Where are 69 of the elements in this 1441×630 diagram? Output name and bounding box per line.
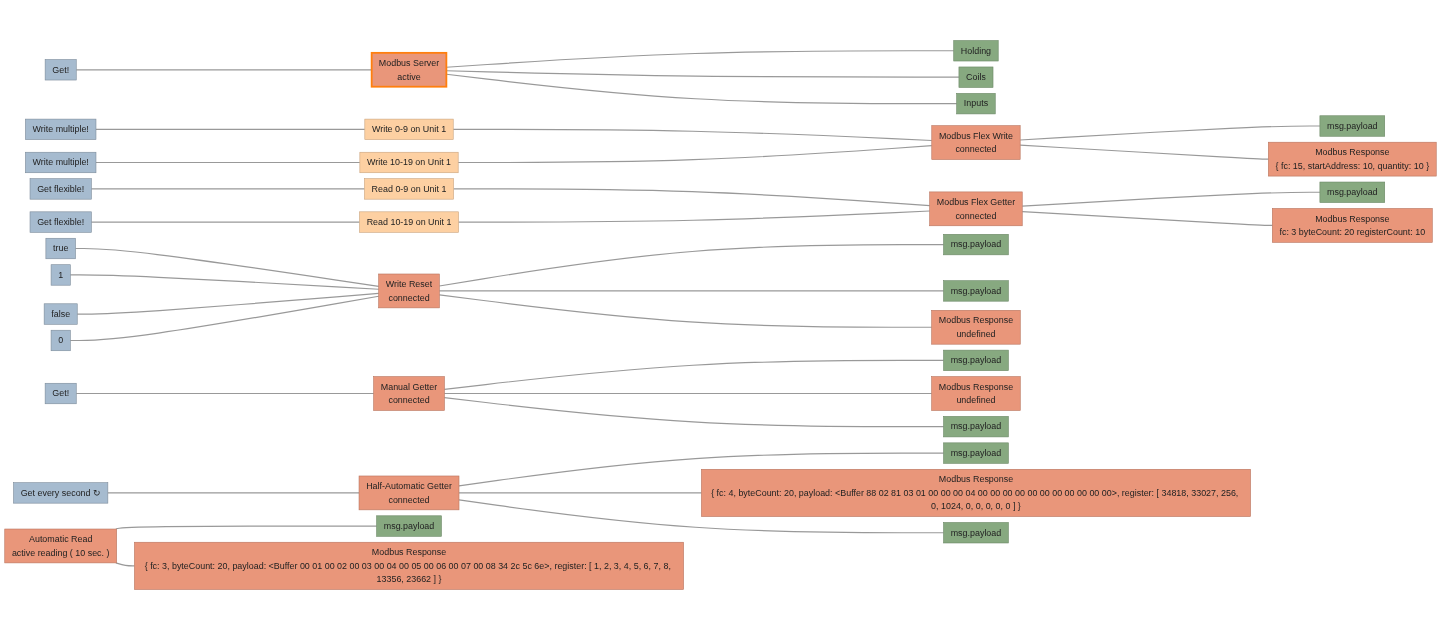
node-box: Get flexible! — [29, 178, 92, 200]
node-box: Holding — [953, 40, 999, 62]
node-box: msg.payload — [943, 349, 1009, 371]
connector — [115, 525, 378, 530]
node-box: Modbus Response { fc: 4, byteCount: 20, payload: <Buffer 88 02 81 03 01 00 00 00 04 00 00 00 00 00 00 00 00 00 00 00>, register: [ 34818, 33027, 256, 0, 1024, 0, 0, 0, 0, 0 ] } — [701, 469, 1251, 517]
connector — [457, 145, 933, 164]
node-box: 1 — [50, 264, 71, 286]
connector — [1019, 144, 1269, 160]
connector — [95, 161, 361, 164]
node-box: Modbus Server active — [370, 51, 448, 88]
connector — [107, 492, 360, 494]
connector — [69, 295, 380, 342]
connector — [90, 188, 366, 190]
node-box: msg.payload — [1319, 115, 1385, 137]
connector — [458, 499, 945, 534]
node-box: Get every second ↻ — [13, 482, 109, 504]
connector — [443, 397, 945, 428]
connector — [458, 492, 702, 494]
connector — [1021, 210, 1273, 226]
connector — [115, 562, 136, 567]
connector — [438, 244, 945, 287]
node-box: true — [45, 237, 76, 260]
connector — [438, 294, 933, 328]
connector — [443, 392, 933, 395]
node-box: msg.payload — [943, 280, 1009, 302]
connector — [443, 359, 945, 390]
node-box: false — [43, 303, 78, 325]
node-box: Half-Automatic Getter connected — [358, 475, 460, 511]
node-box: Automatic Read active reading ( 10 sec. ) — [4, 528, 117, 564]
node-box: Get flexible! — [29, 211, 92, 233]
node-box: Coils — [958, 66, 994, 88]
node-box: Modbus Flex Write connected — [931, 125, 1021, 160]
node-box: Write Reset connected — [378, 273, 440, 309]
node-box: Modbus Response undefined — [931, 376, 1021, 411]
node-box: Get! — [44, 382, 77, 405]
connector — [438, 290, 945, 292]
node-box: Write 0-9 on Unit 1 — [364, 118, 454, 140]
node-box: msg.payload — [943, 416, 1009, 438]
connector — [452, 128, 933, 142]
node-box: Modbus Flex Getter connected — [929, 191, 1023, 227]
connector — [90, 221, 361, 223]
connector — [457, 210, 931, 223]
connector — [76, 292, 380, 315]
connector — [1019, 125, 1321, 141]
node-box: Write multiple! — [25, 118, 97, 140]
node-box: msg.payload — [943, 522, 1009, 544]
node-box: msg.payload — [943, 442, 1009, 464]
node-box: msg.payload — [376, 515, 442, 537]
node-box: Modbus Response { fc: 15, startAddress: 10, quantity: 10 } — [1268, 141, 1437, 177]
node-box: Write 10-19 on Unit 1 — [359, 151, 459, 174]
node-box: Modbus Response { fc: 3, byteCount: 20, payload: <Buffer 00 01 00 02 00 03 00 04 00 05 00 06 00 07 00 08 34 2c 5c 6e>, register: [ 1, 2, 3, 4, 5, 6, 7, 8, 13356, 23662 ] } — [134, 541, 684, 590]
node-box: msg.payload — [1319, 181, 1385, 203]
connector — [452, 188, 931, 207]
node-box: Modbus Response undefined — [931, 310, 1021, 345]
node-box: 0 — [50, 329, 71, 352]
connector — [74, 247, 380, 287]
node-box: Manual Getter connected — [373, 376, 445, 411]
node-box: Get! — [44, 59, 77, 81]
connector — [95, 128, 366, 130]
node-box: Read 0-9 on Unit 1 — [364, 178, 454, 200]
node-box: Write multiple! — [25, 151, 97, 174]
node-box: Modbus Response fc: 3 byteCount: 20 registerCount: 10 — [1272, 208, 1433, 243]
node-box: Inputs — [956, 93, 996, 115]
connector — [69, 274, 380, 290]
connector — [458, 452, 945, 487]
node-box: Read 10-19 on Unit 1 — [359, 211, 459, 233]
node-box: msg.payload — [943, 234, 1009, 256]
connector — [75, 392, 375, 395]
connector — [1021, 191, 1321, 207]
